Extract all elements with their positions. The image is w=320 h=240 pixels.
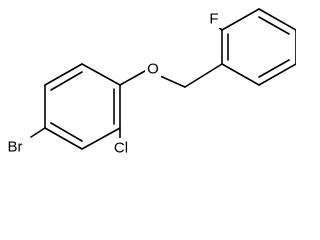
atom-chlorine: Cl — [110, 138, 132, 157]
benzyl-ether-linkage — [119, 63, 223, 88]
chlorine-label: Cl — [114, 140, 128, 157]
oxygen-label: O — [147, 61, 159, 78]
bond — [44, 127, 83, 150]
fluorophenyl-ring — [221, 8, 296, 86]
label-background — [207, 10, 221, 28]
bromochlorophenyl-ring — [44, 63, 121, 150]
double-bond-inner — [258, 16, 290, 35]
chemical-structure-diagram: F O Cl Br — [2, 8, 296, 157]
bond — [159, 75, 186, 88]
atom-bromine: Br — [2, 138, 28, 156]
bond-to-bromine — [30, 127, 46, 138]
label-background — [110, 138, 132, 156]
bond — [221, 8, 260, 31]
bromine-label: Br — [8, 139, 23, 156]
label-background — [145, 60, 161, 78]
atom-fluorine: F — [207, 10, 221, 28]
atom-oxygen: O — [145, 60, 161, 78]
fluorine-label: F — [209, 11, 218, 28]
double-bond-inner — [50, 71, 83, 91]
bond — [184, 63, 223, 88]
double-bond-inner — [50, 122, 83, 142]
bond — [258, 63, 296, 86]
bond — [81, 127, 121, 150]
bond — [258, 8, 296, 31]
bond — [44, 63, 83, 86]
bond — [81, 63, 121, 86]
bond — [119, 70, 146, 86]
bond — [221, 63, 260, 86]
double-bond-inner — [258, 59, 290, 78]
label-background — [2, 138, 28, 156]
